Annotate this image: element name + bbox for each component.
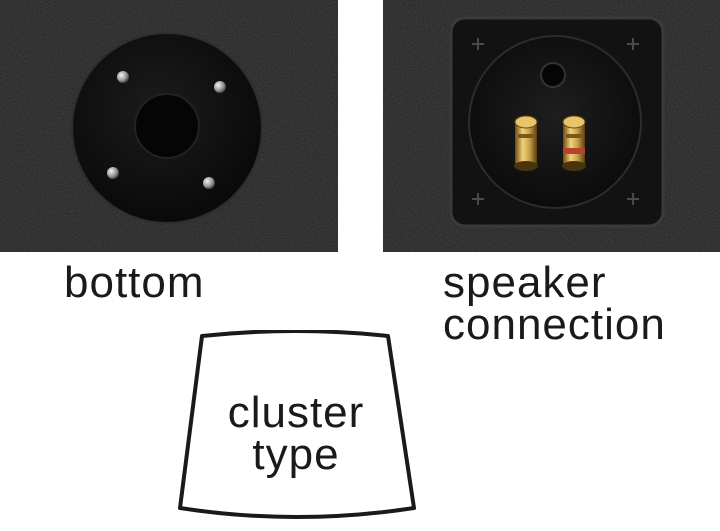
cluster-type-label-line-2: type [252, 430, 340, 479]
caption-speaker-connection: speaker connection [443, 258, 666, 349]
cluster-type-label: cluster type [176, 388, 416, 479]
trapezoid-cabinet-outline-icon [178, 330, 416, 519]
cluster-type-label-line-1: cluster [227, 388, 365, 437]
bottom-photo [0, 0, 338, 252]
speaker-connection-photo [383, 0, 720, 252]
caption-speaker-connection-line-1: speaker [443, 258, 607, 307]
cluster-type-diagram: cluster type [176, 330, 416, 520]
binding-post-terminal-icon [383, 0, 720, 252]
caption-speaker-connection-line-2: connection [443, 300, 666, 349]
caption-bottom: bottom [64, 258, 205, 307]
speaker-mount-plate-icon [0, 0, 338, 252]
